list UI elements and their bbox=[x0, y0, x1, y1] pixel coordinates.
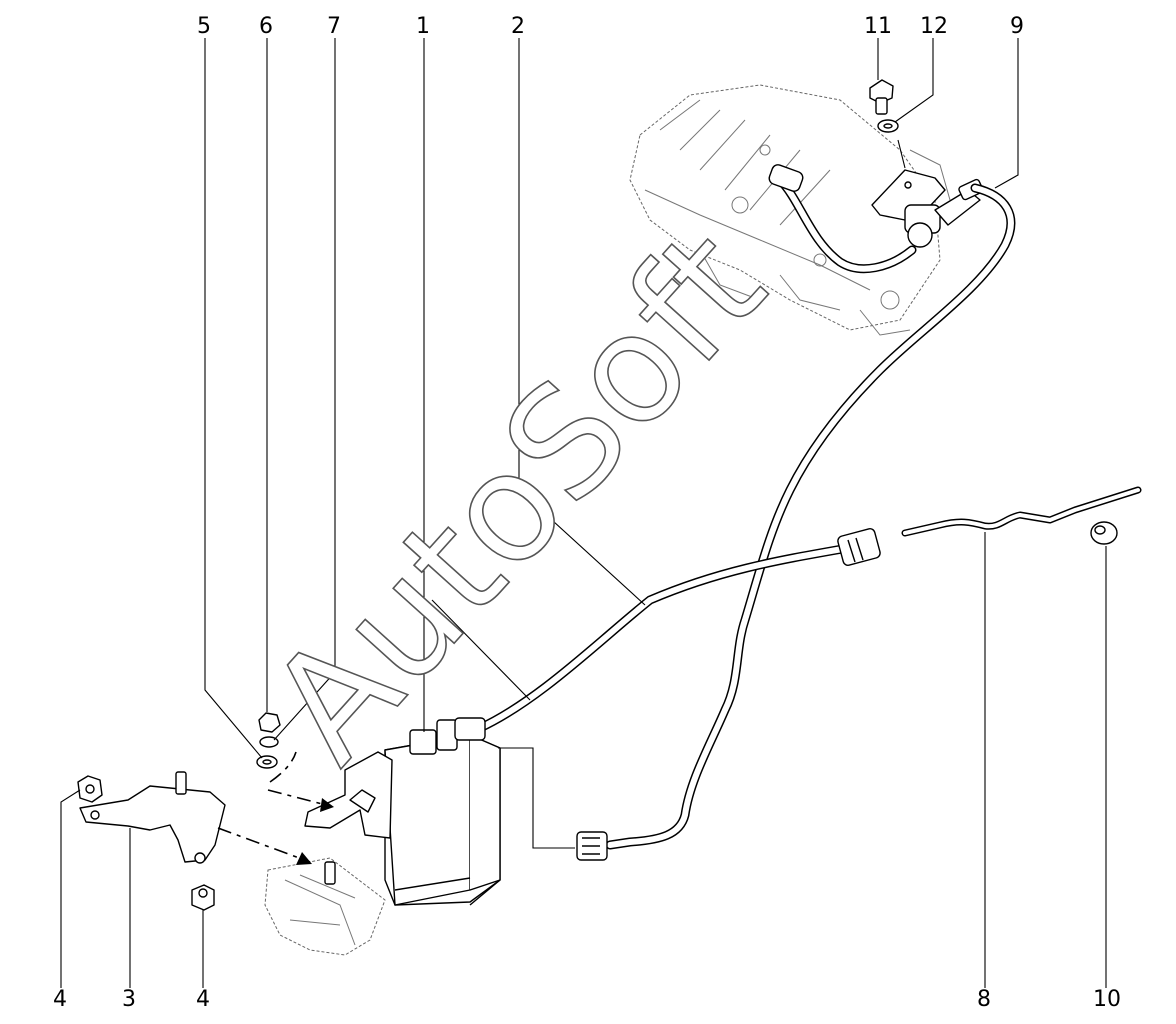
purge-valve bbox=[871, 169, 984, 248]
carbon-canister bbox=[384, 717, 501, 906]
leader-lines bbox=[60, 38, 1107, 988]
mounting-base-ghost bbox=[264, 857, 386, 956]
callout-8: 8 bbox=[977, 987, 991, 1012]
bracket-3 bbox=[79, 771, 226, 864]
nut-4-left bbox=[77, 775, 103, 803]
callout-10: 10 bbox=[1093, 987, 1121, 1012]
callout-6: 6 bbox=[259, 14, 273, 39]
callout-2: 2 bbox=[511, 14, 525, 39]
callout-12: 12 bbox=[920, 14, 948, 39]
callout-9: 9 bbox=[1010, 14, 1024, 39]
assembly-lines bbox=[217, 139, 906, 863]
washer-12 bbox=[877, 119, 899, 133]
hose-2 bbox=[475, 528, 881, 733]
intake-purge-hose bbox=[768, 164, 917, 274]
rod-8 bbox=[901, 486, 1142, 537]
callout-7: 7 bbox=[327, 14, 341, 39]
grommet-10 bbox=[1090, 521, 1118, 545]
callout-4-left: 4 bbox=[53, 987, 67, 1012]
hose-9 bbox=[576, 183, 1016, 861]
callout-4-right: 4 bbox=[196, 987, 210, 1012]
callout-labels: 5 6 7 1 2 11 12 9 4 3 4 8 10 bbox=[53, 14, 1121, 1012]
canister-bracket bbox=[304, 751, 393, 839]
callout-1: 1 bbox=[416, 14, 430, 39]
callout-11: 11 bbox=[864, 14, 892, 39]
callout-3: 3 bbox=[122, 987, 136, 1012]
bolt-11 bbox=[869, 79, 894, 115]
nut-washer-stack bbox=[256, 712, 281, 769]
callout-5: 5 bbox=[197, 14, 211, 39]
nut-4-right bbox=[191, 884, 215, 911]
